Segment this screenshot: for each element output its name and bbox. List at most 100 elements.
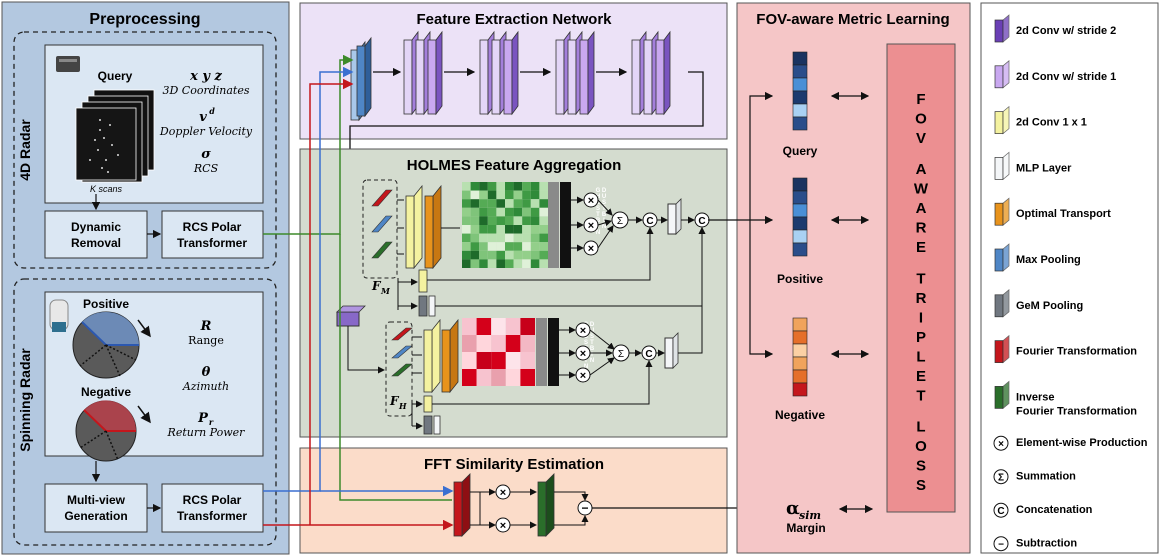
matrix-cell: [487, 182, 497, 191]
matrix-cell: [476, 318, 492, 335]
alpha-sub: sim: [799, 509, 821, 522]
loss-letter: L: [916, 348, 925, 365]
vector-cell: [792, 116, 808, 131]
matrix-cell: [505, 216, 514, 225]
query-label: Query: [98, 69, 133, 83]
r-symbol: R: [200, 319, 212, 334]
svg-text:C: C: [997, 506, 1004, 517]
matrix-cell: [539, 225, 548, 234]
svg-text:MLP Layer: MLP Layer: [1016, 162, 1072, 174]
svg-text:2d Conv 1 x 1: 2d Conv 1 x 1: [1016, 117, 1087, 129]
matrix-cell: [520, 318, 535, 335]
matrix-cell: [462, 318, 477, 335]
svg-text:−: −: [581, 501, 588, 515]
vector-cell: [792, 330, 808, 345]
matrix-cell: [462, 225, 471, 234]
matrix-cell: [505, 225, 514, 234]
matrix-cell: [496, 233, 505, 243]
fourier-block: [391, 327, 413, 341]
vector-cell: [792, 216, 808, 231]
negative-scan-disc: [75, 400, 151, 462]
matrix-cell: [539, 190, 548, 200]
preprocessing-title: Preprocessing: [89, 11, 200, 28]
svg-text:×: ×: [500, 487, 506, 499]
legend-item: Max Pooling: [994, 243, 1081, 272]
matrix-cell: [539, 259, 548, 268]
svg-text:×: ×: [580, 370, 586, 382]
matrix-cell: [539, 207, 548, 217]
triplet-loss-box: [886, 43, 956, 513]
legend-item: Fourier Transformation: [994, 334, 1137, 364]
svg-text:×: ×: [588, 195, 594, 207]
multi-line2: Generation: [64, 509, 127, 523]
vector-cell: [792, 369, 808, 384]
conv-stride1-block: [503, 30, 519, 116]
matrix-cell: [530, 242, 540, 251]
matrix-cell: [462, 233, 471, 243]
negative-label: Negative: [81, 385, 131, 399]
matrix-cell: [505, 259, 514, 268]
matrix-cell: [479, 207, 488, 217]
matrix-cell: [496, 259, 505, 268]
azimuth-desc: Azimuth: [182, 380, 229, 393]
matrix-cell: [462, 369, 477, 386]
lower-gem-branch: [411, 360, 653, 435]
loss-letter: A: [916, 200, 927, 217]
metric-title: FOV-aware Metric Learning: [756, 11, 949, 28]
loss-letter: W: [914, 181, 929, 198]
matrix-cell: [522, 190, 531, 200]
upper-ot-stack: [405, 184, 442, 270]
conv-stride1-block: [579, 30, 595, 116]
matrix-cell: [505, 369, 521, 386]
rcs-bottom-line1: RCS Polar: [183, 493, 242, 507]
lower-ot-stack: [423, 318, 459, 394]
matrix-cell: [539, 250, 548, 260]
matrix-cell: [505, 352, 521, 369]
spinning-label: Spinning Radar: [17, 348, 33, 452]
conv-stride1-block: [655, 30, 671, 116]
loss-letter: F: [916, 91, 925, 108]
loss-letter: R: [916, 290, 927, 307]
matrix-cell: [530, 182, 540, 191]
svg-text:Fourier Transformation: Fourier Transformation: [1016, 405, 1137, 417]
matrix-cell: [513, 182, 523, 191]
matrix-cell: [513, 199, 523, 208]
dustbin-lower: [548, 318, 559, 386]
legend-item: 2d Conv 1 x 1: [994, 105, 1087, 135]
positive-vector: [792, 177, 808, 257]
loss-letter: R: [916, 220, 927, 237]
matrix-cell: [470, 216, 480, 225]
matrix-cell: [522, 225, 531, 234]
dustbin-upper: [560, 182, 571, 268]
svg-text:Σ: Σ: [618, 349, 624, 360]
matrix-cell: [487, 242, 497, 251]
matrix-cell: [496, 225, 505, 234]
vector-cell: [792, 203, 808, 218]
loss-letter: S: [916, 477, 926, 494]
matrix-cell: [513, 242, 523, 251]
matrix-cell: [470, 199, 480, 208]
svg-text:Inverse: Inverse: [1016, 391, 1055, 403]
svg-text:Max Pooling: Max Pooling: [1016, 254, 1081, 266]
matrix-cell: [505, 190, 514, 200]
matrix-cell: [513, 225, 523, 234]
svg-text:2d Conv w/ stride 2: 2d Conv w/ stride 2: [1016, 25, 1116, 37]
green-matrix: [462, 182, 548, 268]
matrix-cell: [487, 225, 497, 234]
fm-label: F: [371, 279, 382, 293]
svg-text:×: ×: [588, 220, 594, 232]
matrix-cell: [462, 182, 471, 191]
legend-item: MLP Layer: [994, 151, 1072, 181]
matrix-cell: [539, 216, 548, 225]
svg-text:C: C: [646, 216, 653, 227]
vector-cell: [792, 51, 808, 66]
positive-label: Positive: [83, 297, 129, 311]
matrix-cell: [505, 242, 514, 251]
conv-block: [356, 36, 372, 118]
rcs-desc: RCS: [193, 162, 219, 175]
matrix-cell: [522, 182, 531, 191]
matrix-cell: [470, 250, 480, 260]
matrix-cell: [462, 216, 471, 225]
matrix-cell: [522, 233, 531, 243]
legend-items: 2d Conv w/ stride 22d Conv w/ stride 12d…: [993, 14, 1148, 552]
